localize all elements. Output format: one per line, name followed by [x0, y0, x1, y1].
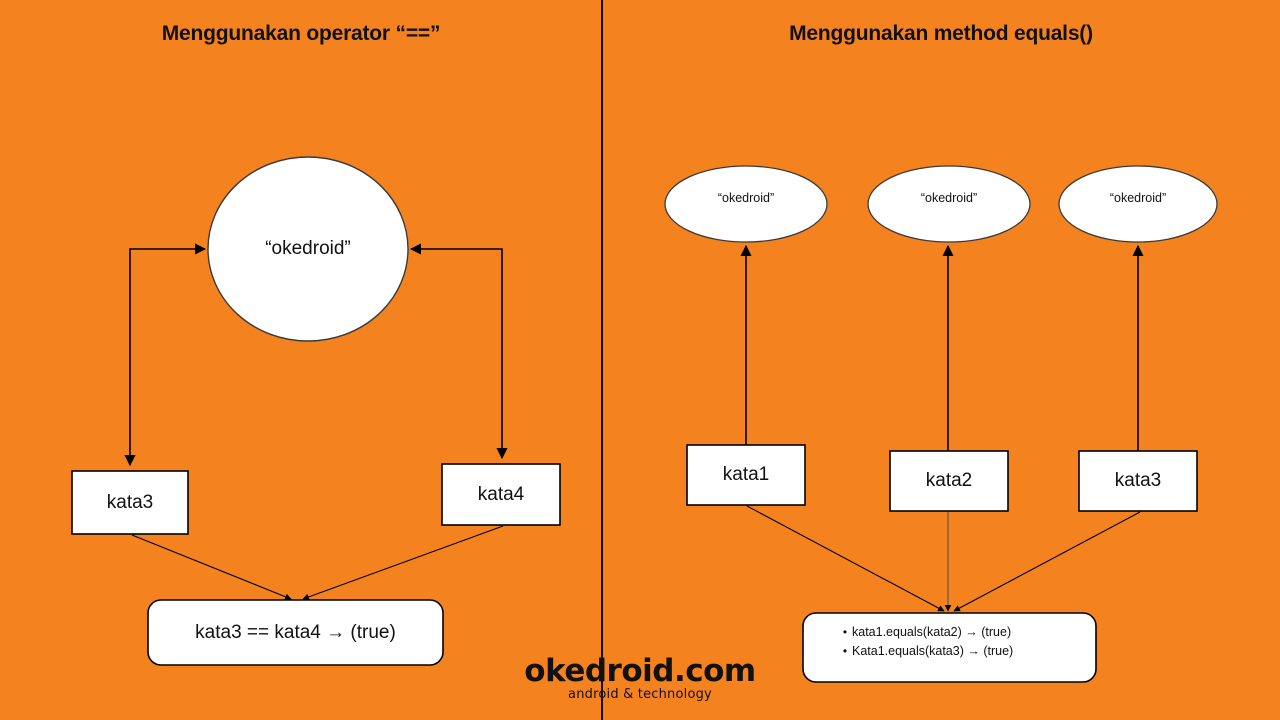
- shape-result-box-right: [802, 612, 1097, 683]
- shape-ellipse-okedroid-1: [664, 165, 828, 243]
- shape-result-box-left: [147, 599, 444, 666]
- bullet-dot-icon: •: [842, 625, 848, 639]
- shape-ellipse-okedroid-2: [867, 165, 1031, 243]
- result-bullet-1: kata1.equals(kata2) → (true): [852, 625, 1012, 639]
- list-item: • Kata1.equals(kata3) → (true): [838, 642, 1078, 661]
- shape-box-kata4-left: [441, 463, 561, 526]
- result-bullet-list-right: • kata1.equals(kata2) → (true) • Kata1.e…: [838, 623, 1078, 661]
- list-item: • kata1.equals(kata2) → (true): [838, 623, 1078, 642]
- connector-kata4-to-result: [302, 525, 504, 601]
- shape-box-kata3-right: [1078, 450, 1198, 512]
- connector-kata3-right-to-result: [953, 511, 1141, 612]
- connector-kata3-to-result: [131, 534, 292, 600]
- connector-circle-to-kata3: [124, 243, 207, 467]
- shape-box-kata2-right: [889, 450, 1009, 512]
- connector-circle-to-kata4: [409, 243, 508, 460]
- shape-box-kata1-right: [686, 444, 806, 506]
- shape-circle-okedroid-left: [207, 156, 409, 342]
- panel-title-left: Menggunakan operator “==”: [161, 22, 441, 45]
- bullet-dot-icon: •: [842, 644, 848, 658]
- shape-ellipse-okedroid-3: [1058, 165, 1218, 243]
- shape-box-kata3-left: [71, 470, 189, 535]
- result-bullet-2: Kata1.equals(kata3) → (true): [852, 644, 1014, 658]
- connector-kata1-to-result: [746, 505, 945, 612]
- panel-title-right: Menggunakan method equals(): [789, 22, 1093, 45]
